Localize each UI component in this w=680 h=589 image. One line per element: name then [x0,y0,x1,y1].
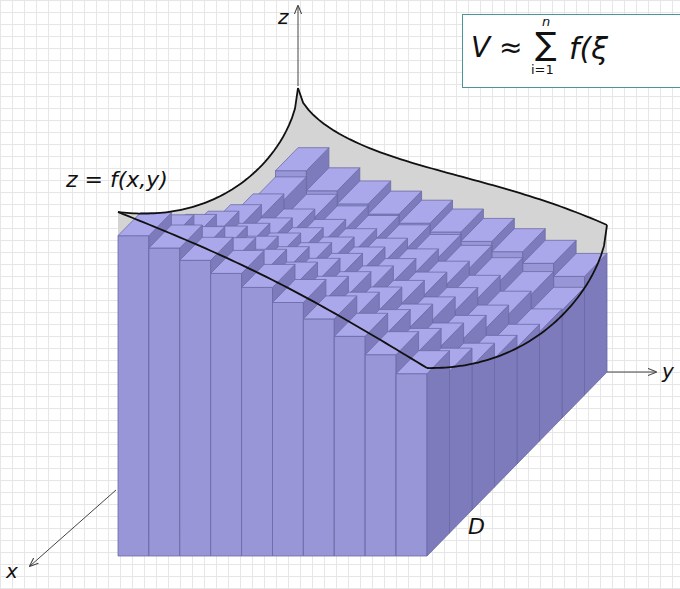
column-front [180,260,211,556]
column-front [396,374,427,556]
column-side [585,253,608,395]
surface-edge [118,88,298,214]
surface-edge [118,212,427,368]
column-front [118,236,149,556]
riemann-columns [118,148,607,556]
axis-label: x [6,560,18,582]
column-front [211,273,242,556]
column-side [472,343,495,510]
surface-shade [118,88,607,556]
x-axis [30,490,116,566]
column-front [303,319,334,556]
y-axis [607,372,656,373]
column-top [554,253,607,276]
region-label: D [468,515,485,539]
column-side [427,351,450,556]
column-top [273,280,326,303]
axis-label: y [662,360,674,382]
column-front [242,287,273,556]
sum-symbol: ∑ [535,27,557,62]
column-top [523,240,576,263]
formula-text: f(ξ [569,32,608,65]
axes [30,6,656,566]
z-axis [298,6,299,86]
column-top [306,168,359,191]
column-front [273,303,304,557]
formula-box: V ≈n∑i=1f(ξ [462,14,680,88]
sum-lower-limit: i=1 [531,63,554,77]
column-front [334,336,365,556]
surface-front [118,212,427,556]
column-box [396,351,449,556]
column-front [365,355,396,556]
axis-label: z [278,6,289,28]
surface-label: z = f(x,y) [66,168,168,192]
column-side [517,324,540,464]
surface-edge [298,88,607,225]
column-top [303,296,356,319]
surface-edge [427,225,607,368]
formula-text: V ≈ [471,33,523,64]
column-front [149,248,180,556]
column-top [276,148,329,171]
column-side [450,348,473,533]
column-side [495,335,518,487]
surface-outline [118,88,607,368]
